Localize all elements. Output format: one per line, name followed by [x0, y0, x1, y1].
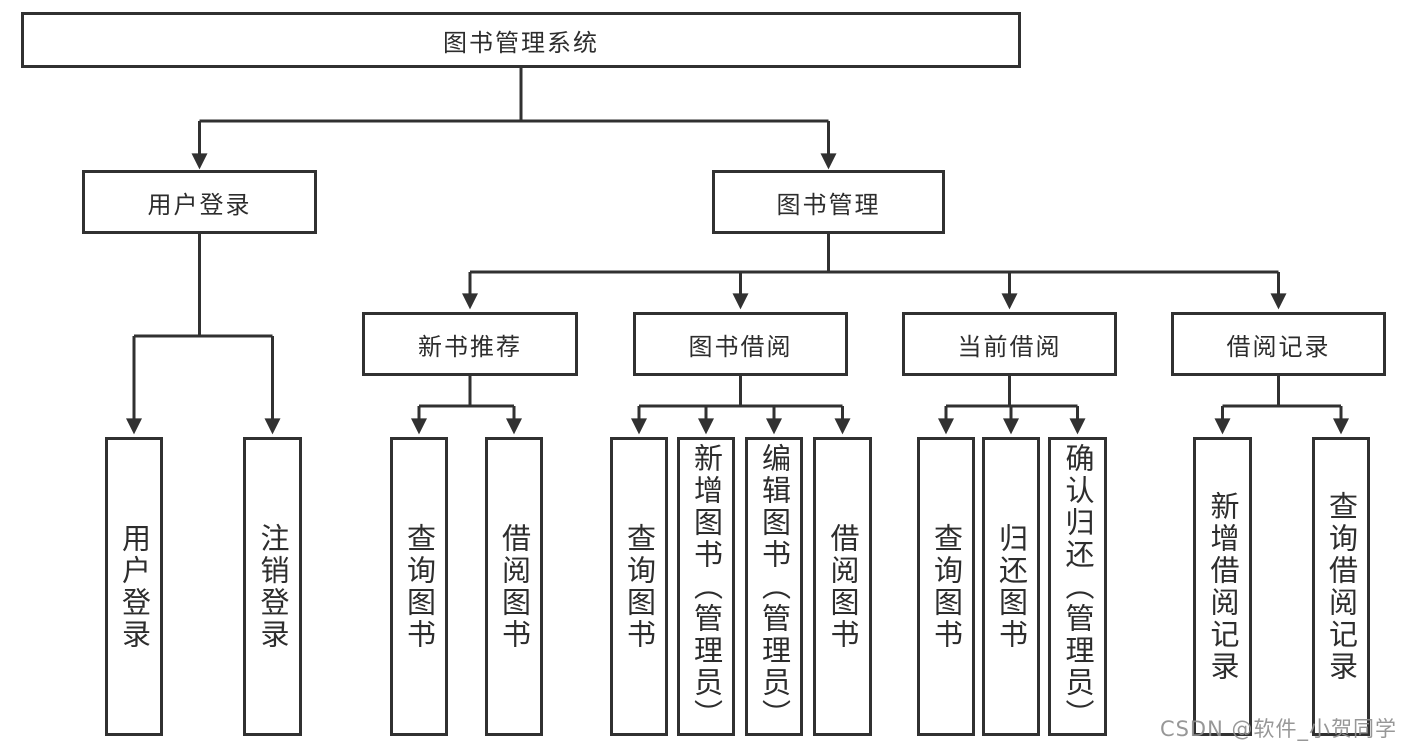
- leaf-edit-book-admin: 编辑图书（管理员）: [745, 437, 803, 736]
- leaf-query-books-recommend: 查询图书: [390, 437, 448, 736]
- node-user-login: 用户登录: [82, 170, 317, 234]
- leaf-query-books-recommend-label: 查询图书: [402, 522, 437, 651]
- tree-connectors: [126, 68, 1349, 435]
- leaf-add-borrow-record: 新增借阅记录: [1193, 437, 1252, 736]
- leaf-query-borrow-record: 查询借阅记录: [1312, 437, 1370, 736]
- leaf-add-borrow-record-label: 新增借阅记录: [1206, 490, 1240, 683]
- node-borrowing-records-label: 借阅记录: [1226, 332, 1331, 361]
- leaf-query-books-borrowing-label: 查询图书: [622, 522, 657, 651]
- leaf-query-books-current: 查询图书: [917, 437, 975, 736]
- node-user-login-label: 用户登录: [147, 190, 252, 219]
- leaf-add-book-admin: 新增图书（管理员）: [677, 437, 735, 736]
- leaf-logout: 注销登录: [243, 437, 302, 736]
- leaf-borrow-books-borrowing: 借阅图书: [813, 437, 872, 736]
- node-book-borrowing-label: 图书借阅: [688, 332, 793, 361]
- leaf-confirm-return-admin-label: 确认归还（管理员）: [1061, 442, 1095, 731]
- leaf-logout-label: 注销登录: [256, 522, 290, 651]
- leaf-return-book-label: 归还图书: [994, 522, 1029, 651]
- leaf-query-books-current-label: 查询图书: [929, 522, 964, 651]
- leaf-add-book-admin-label: 新增图书（管理员）: [689, 442, 724, 731]
- node-root: 图书管理系统: [21, 12, 1021, 68]
- node-book-management-label: 图书管理: [776, 190, 881, 219]
- leaf-query-books-borrowing: 查询图书: [610, 437, 668, 736]
- node-book-borrowing: 图书借阅: [633, 312, 848, 376]
- node-current-borrowing: 当前借阅: [902, 312, 1117, 376]
- node-new-book-recommend-label: 新书推荐: [418, 332, 522, 361]
- node-root-label: 图书管理系统: [443, 28, 599, 57]
- node-new-book-recommend: 新书推荐: [362, 312, 578, 376]
- leaf-borrow-books-borrowing-label: 借阅图书: [826, 522, 860, 651]
- leaf-borrow-books-recommend: 借阅图书: [485, 437, 543, 736]
- node-current-borrowing-label: 当前借阅: [957, 332, 1062, 361]
- leaf-return-book: 归还图书: [982, 437, 1040, 736]
- leaf-query-borrow-record-label: 查询借阅记录: [1324, 490, 1359, 683]
- csdn-watermark: CSDN @软件_小贺同学: [1159, 717, 1397, 741]
- leaf-confirm-return-admin: 确认归还（管理员）: [1048, 437, 1107, 736]
- node-book-management: 图书管理: [712, 170, 945, 234]
- node-borrowing-records: 借阅记录: [1171, 312, 1386, 376]
- leaf-user-login-label: 用户登录: [117, 522, 152, 651]
- leaf-edit-book-admin-label: 编辑图书（管理员）: [757, 442, 792, 731]
- leaf-borrow-books-recommend-label: 借阅图书: [497, 522, 532, 651]
- leaf-user-login: 用户登录: [105, 437, 163, 736]
